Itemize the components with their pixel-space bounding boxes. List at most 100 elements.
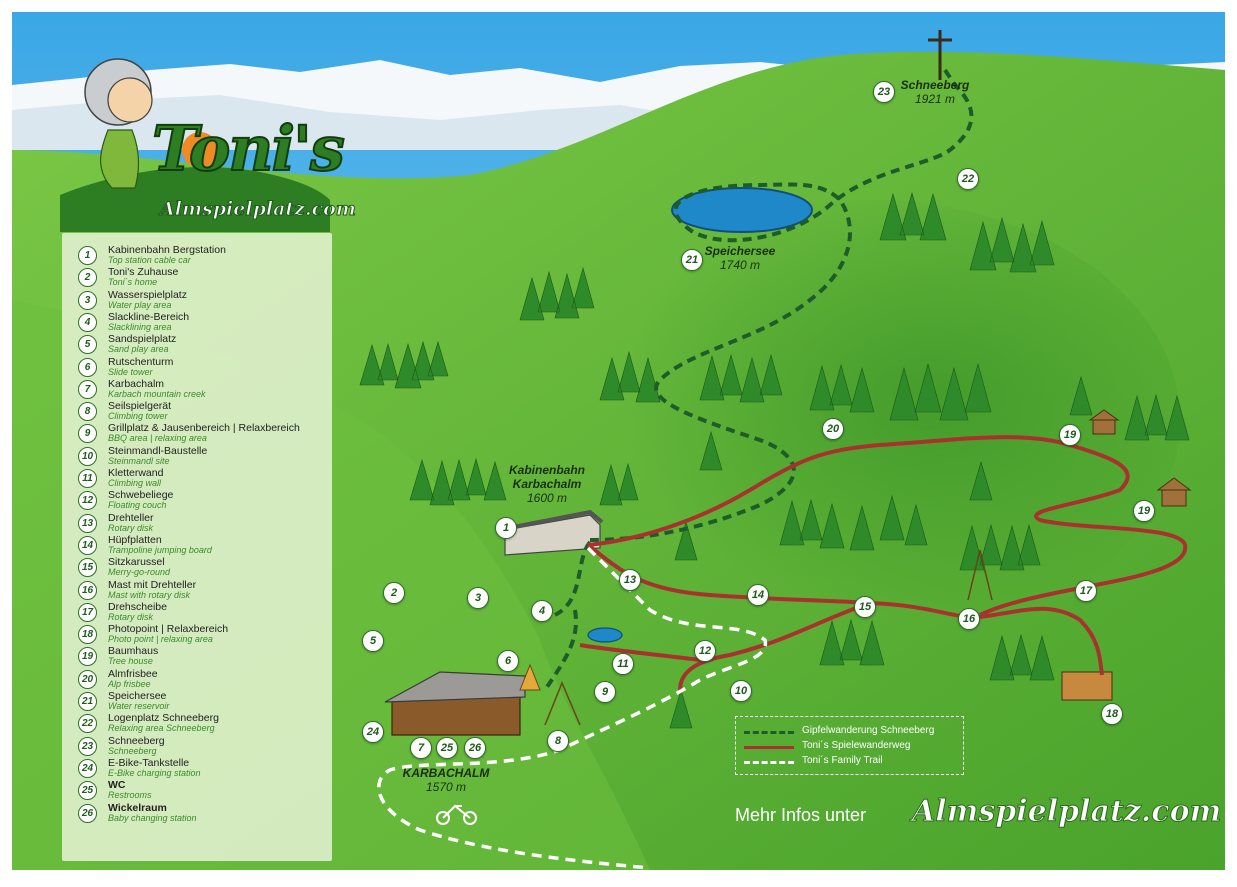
map-marker[interactable]: 8 [547,730,569,752]
map-marker[interactable]: 15 [854,596,876,618]
map-marker[interactable]: 4 [531,600,553,622]
legend-number: 4 [78,312,97,332]
legend-label-de: Schwebeliege [108,489,174,502]
map-marker[interactable]: 11 [612,653,634,675]
legend-label-en: Rotary disk [108,522,154,533]
legend-label-de: Wickelraum [108,801,167,814]
place-label-speichersee: Speichersee 1740 m [705,244,776,272]
legend-label-en: Slacklining area [108,321,172,332]
map-marker[interactable]: 20 [822,418,844,440]
legend-label-en: Top station cable car [108,255,191,265]
map-marker[interactable]: 21 [681,249,703,271]
map-marker[interactable]: 13 [619,569,641,591]
legend-label-de: E-Bike-Tankstelle [108,756,190,769]
legend-number: 20 [78,669,97,689]
map-marker[interactable]: 14 [747,584,769,606]
route-legend: Gipfelwanderung Schneeberg Toni´s Spiele… [735,716,964,775]
legend-label-en: Floating couch [108,500,167,511]
map-marker[interactable]: 3 [467,587,489,609]
legend-label-de: Photopoint | Relaxbereich [108,623,229,636]
legend-label-en: Baby changing station [108,812,197,823]
legend-number: 25 [78,781,97,801]
map-marker[interactable]: 23 [873,81,895,103]
legend-label-en: Karbach mountain creek [108,388,206,399]
climbing-tower-icon [544,681,581,726]
legend-label-en: Slide tower [108,366,153,377]
map-marker[interactable]: 6 [497,650,519,672]
legend-label-en: Merry-go-round [108,567,171,578]
legend-label-de: Sitzkarussel [108,556,165,569]
map-marker[interactable]: 12 [694,640,716,662]
legend-label-de: Wasserspielplatz [108,288,187,301]
map-marker[interactable]: 18 [1101,703,1123,725]
route-spielewanderweg [579,435,1188,691]
legend-number: 26 [78,803,97,823]
legend-number: 14 [78,535,97,555]
legend-number: 6 [78,357,97,377]
alm-hut-icon [384,671,526,736]
legend-number: 2 [78,268,97,288]
logo-url[interactable]: Almspielplatz.com [160,198,357,221]
legend-label-en: Trampoline jumping board [108,544,212,555]
legend-label-de: Grillplatz & Jausenbereich | Relaxbereic… [108,422,300,435]
map-marker[interactable]: 7 [410,737,432,759]
place-altitude: 1600 m [526,491,568,505]
map-marker[interactable]: 25 [436,737,458,759]
map-marker[interactable]: 9 [594,681,616,703]
legend-label-en: Steinmandl site [108,455,170,466]
legend-label-de: Steinmandl-Baustelle [108,444,208,457]
footer-url[interactable]: Almspielplatz.com [911,794,1222,830]
mast-icon [967,549,993,601]
place-name: Schneeberg [900,78,970,92]
map-marker[interactable]: 26 [464,737,486,759]
route-gipfelwanderung [589,68,974,542]
legend-label-de: Slackline-Bereich [108,310,190,323]
legend-label-en: Photo point | relaxing area [108,634,213,645]
route-legend-family-trail: Toni´s Family Trail [744,755,959,769]
map-marker[interactable]: 22 [957,168,979,190]
map-marker[interactable]: 24 [362,721,384,743]
place-altitude: 1921 m [914,92,956,106]
legend-label-de: Speichersee [108,690,167,702]
place-name: Speichersee [704,244,776,258]
legend-label-de: Sandspielplatz [108,333,177,346]
map-marker[interactable]: 10 [730,680,752,702]
legend-number: 5 [78,335,97,355]
map-marker[interactable]: 19 [1133,500,1155,522]
legend-number: 15 [78,558,97,578]
legend-label-en: Water reservoir [108,701,170,711]
map-marker[interactable]: 17 [1075,580,1097,602]
place-name: KARBACHALM [402,766,490,780]
map-marker[interactable]: 1 [495,517,517,539]
map-marker[interactable]: 2 [383,582,405,604]
route-legend-label: Gipfelwanderung Schneeberg [802,725,935,736]
map-marker[interactable]: 16 [958,608,980,630]
photopoint-platform-icon [1061,671,1113,701]
route-legend-label: Toni´s Spielewanderweg [802,740,911,751]
route-swatch [744,731,794,734]
legend-label-en: Climbing wall [108,478,162,488]
place-altitude: 1570 m [425,780,467,794]
legend-number: 22 [78,714,97,734]
legend-number: 7 [78,379,97,399]
legend-label-en: Alp frisbee [108,678,151,689]
legend-number: 12 [78,491,97,511]
map-marker[interactable]: 19 [1059,424,1081,446]
route-legend-label: Toni´s Family Trail [802,755,883,766]
map-marker[interactable]: 5 [362,630,384,652]
